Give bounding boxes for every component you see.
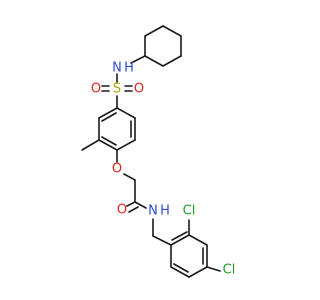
bond (81, 139, 100, 151)
bond (98, 139, 118, 151)
molecule-svg: N H S O O O O N H Cl Cl (81, 25, 235, 278)
atom-sulfur: S (113, 82, 121, 97)
atom-oxygen-carbonyl: O (117, 203, 127, 218)
bond (170, 266, 190, 278)
bonds (81, 25, 221, 278)
atom-hydrogen-sulfonamide: H (124, 61, 134, 76)
bond (98, 107, 118, 119)
bond (170, 234, 190, 246)
bond (173, 263, 189, 273)
atom-chlorine-bottom: Cl (223, 263, 236, 278)
bond (134, 201, 147, 209)
bond (188, 234, 208, 246)
bond (116, 107, 136, 119)
bond (101, 112, 117, 122)
atom-nitrogen-sulfonamide: N (112, 61, 122, 76)
bond (206, 266, 221, 272)
atom-oxygen-ether: O (112, 162, 122, 177)
atom-oxygen-sulfonyl-right: O (134, 82, 144, 97)
bond (144, 55, 164, 67)
bond (162, 25, 182, 37)
bond (188, 266, 208, 278)
bond (101, 136, 117, 146)
molecule-diagram: N H S O O O O N H Cl Cl (81, 25, 235, 278)
bond (144, 25, 164, 37)
bond (126, 201, 136, 207)
bond (152, 235, 172, 246)
atom-hydrogen-amide: H (160, 204, 170, 219)
atom-oxygen-sulfonyl-left: O (91, 82, 101, 97)
atom-nitrogen-amide: N (148, 204, 158, 219)
bond (123, 173, 136, 181)
atom-chlorine-top: Cl (183, 204, 196, 219)
bond (162, 55, 182, 67)
bond (116, 139, 136, 151)
atom-labels: N H S O O O O N H Cl Cl (91, 61, 235, 278)
bond (171, 231, 188, 241)
bond (130, 55, 146, 64)
bond (128, 206, 139, 213)
